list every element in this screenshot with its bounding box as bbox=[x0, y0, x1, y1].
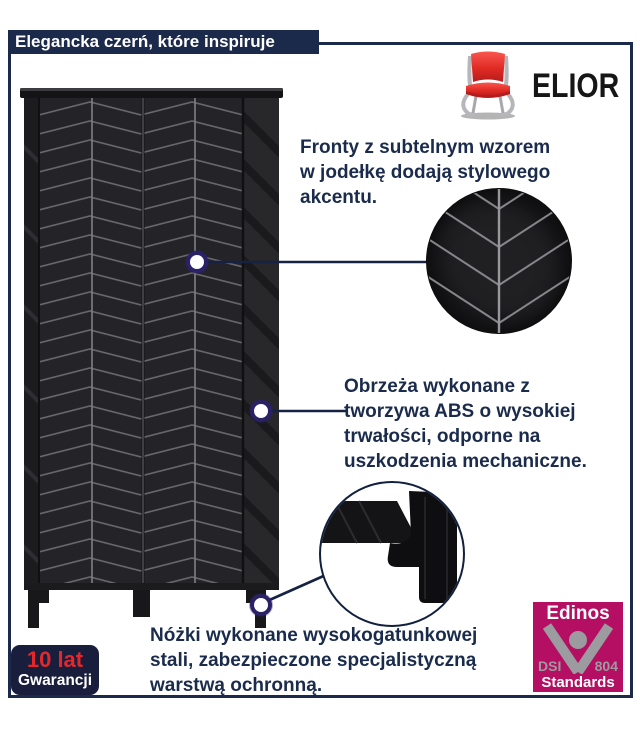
standards-dsi: DSI bbox=[538, 658, 562, 674]
warranty-badge: 10 lat Gwarancji bbox=[11, 645, 99, 695]
v-person-icon bbox=[533, 622, 623, 679]
marker-steel-leg bbox=[250, 594, 272, 616]
brand-name: ELIOR bbox=[532, 67, 620, 105]
frame-line-top bbox=[300, 42, 632, 45]
frame-line-bottom bbox=[8, 695, 633, 698]
red-chair-icon bbox=[450, 46, 526, 127]
leg-detail-circle bbox=[319, 481, 465, 627]
callout-edges-text: Obrzeża wykonane z tworzywa ABS o wysoki… bbox=[344, 376, 587, 472]
headline-text: Elegancka czerń, które inspiruje bbox=[15, 32, 275, 51]
warranty-years: 10 lat bbox=[26, 647, 84, 672]
marker-front-pattern bbox=[186, 251, 208, 273]
cabinet-image bbox=[15, 80, 295, 640]
marker-abs-edge bbox=[250, 400, 272, 422]
frame-line-right bbox=[630, 42, 633, 698]
warranty-label: Gwarancji bbox=[17, 672, 93, 689]
standards-label: Standards bbox=[541, 674, 615, 691]
callout-legs-text: Nóżki wykonane wysokogatunkowej stali, z… bbox=[150, 625, 478, 696]
standards-804: 804 bbox=[594, 658, 618, 674]
standards-brand: Edinos bbox=[546, 603, 610, 624]
brand-logo: ELIOR bbox=[450, 46, 636, 127]
headline-banner: Elegancka czerń, które inspiruje bbox=[8, 30, 319, 54]
frame-line-left bbox=[8, 42, 11, 698]
callout-fronts-text: Fronty z subtelnym wzorem w jodełkę doda… bbox=[300, 137, 551, 208]
standards-badge: Edinos DSI 804 Standards bbox=[533, 602, 623, 692]
